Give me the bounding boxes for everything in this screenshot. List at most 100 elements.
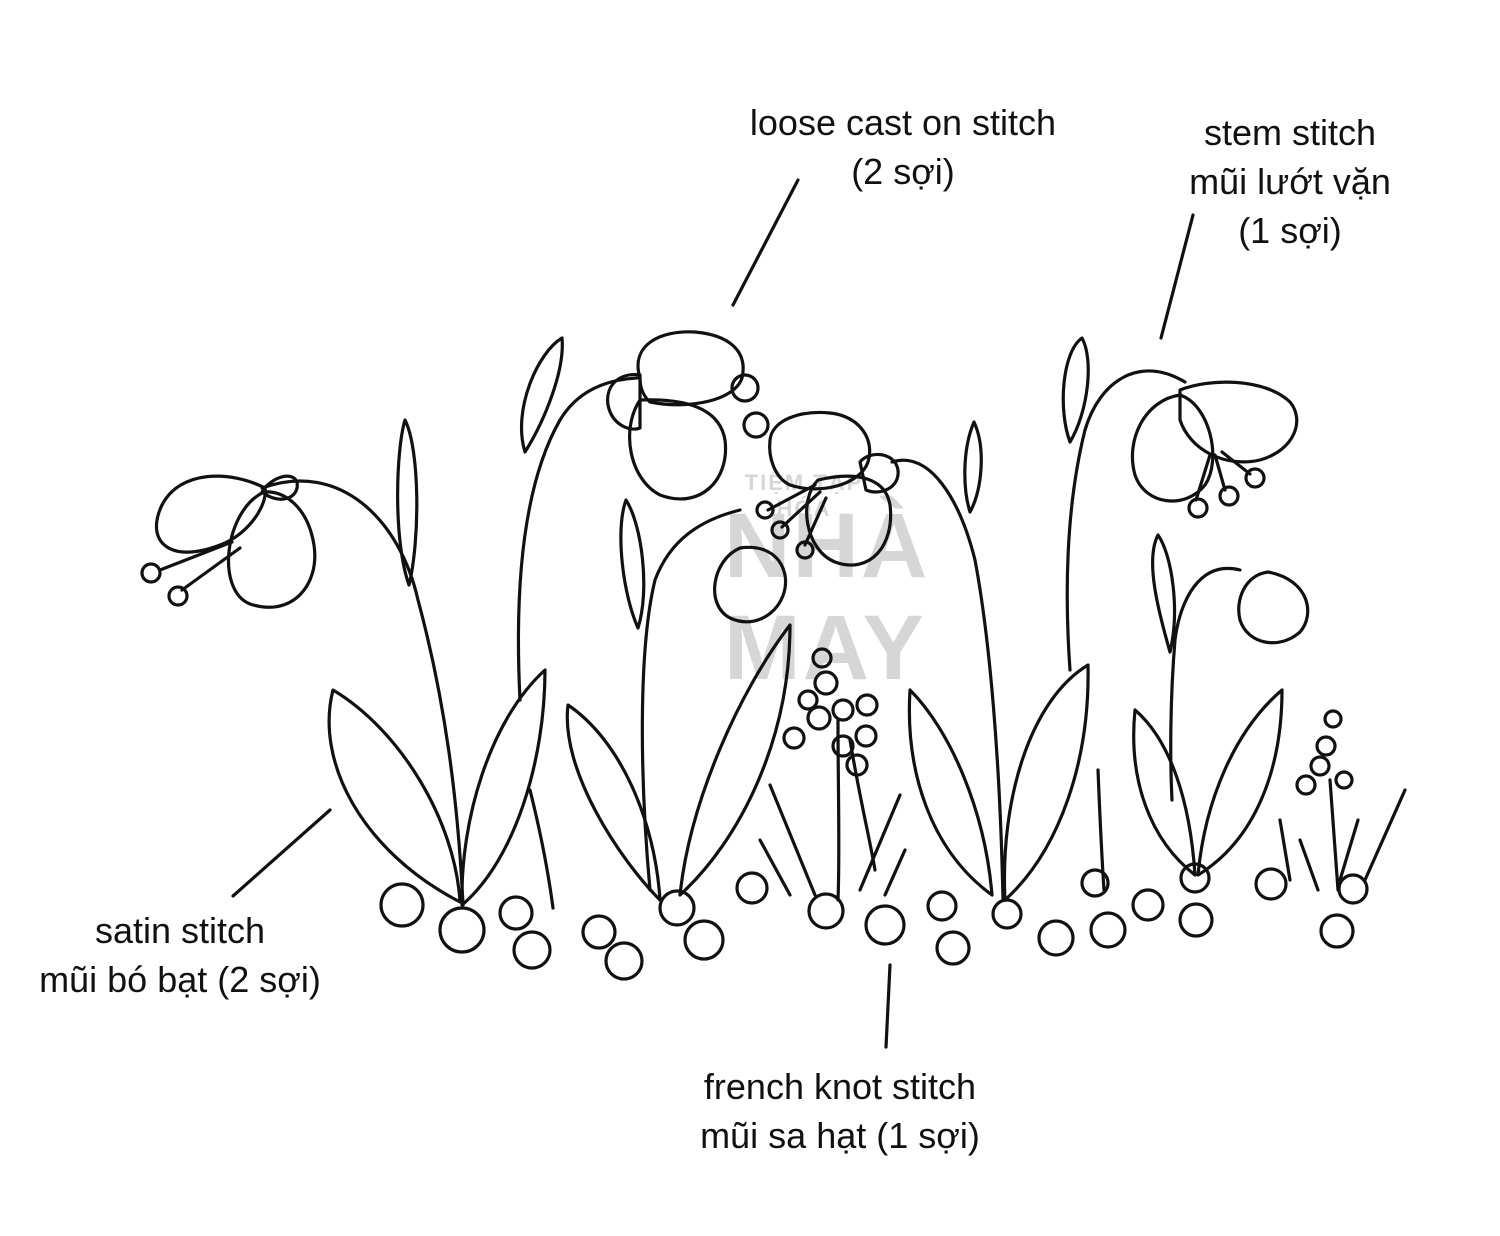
label-loose-cast-on-stitch: loose cast on stitch (2 sợi) (660, 98, 1146, 196)
flower-right (1130, 380, 1310, 645)
french-knot (1080, 868, 1110, 898)
cluster-knot (845, 753, 869, 777)
stamen-knot-right-3 (1244, 467, 1266, 489)
stamen-knot-mid-1 (755, 500, 775, 520)
french-knot (864, 904, 906, 946)
french-knot (1037, 919, 1075, 957)
french-knot (1089, 911, 1127, 949)
leader-line-french-knot (884, 963, 892, 1049)
stamen-right-3 (1220, 450, 1252, 476)
label-satin-line-1: satin stitch (94, 910, 266, 951)
leader-line-cast-on (731, 178, 800, 307)
cluster-knot (831, 734, 855, 758)
stamen-knot-mid-3 (795, 540, 815, 560)
cluster-knot (806, 705, 832, 731)
grass-blade-7 (1328, 778, 1340, 892)
cluster-knot (813, 670, 839, 696)
satin-leaf-5 (907, 688, 994, 897)
label-cast-on-line-1: loose cast on stitch (749, 102, 1057, 143)
petal-mid-3 (858, 452, 900, 494)
stem-arch-4 (1065, 369, 1187, 672)
stem-arch-5 (1169, 566, 1242, 802)
stamen-mid-3 (803, 496, 828, 547)
french-knot (683, 919, 725, 961)
grass-blade-9 (1363, 788, 1407, 882)
label-satin-line-2: mũi bó bạt (2 sợi) (39, 959, 321, 1000)
french-knot (935, 930, 971, 966)
french-knot (926, 890, 958, 922)
grass-blade-5 (1278, 818, 1292, 882)
cluster-knot (1323, 709, 1343, 729)
satin-leaf-7 (1132, 708, 1197, 877)
label-satin-stitch: satin stitch mũi bó bạt (2 sợi) (0, 906, 360, 1004)
french-knot (658, 889, 696, 927)
label-cast-on-line-2: (2 sợi) (851, 151, 955, 192)
petal-center-3 (606, 373, 642, 431)
grass-blade-3 (858, 793, 902, 892)
grass-blade-2 (758, 838, 792, 897)
stamen-left-2 (180, 546, 242, 592)
stamen-right-2 (1213, 453, 1227, 492)
petal-mid-2 (805, 474, 893, 567)
stem-arch-1 (516, 376, 639, 702)
label-french-line-1: french knot stitch (703, 1066, 977, 1107)
label-french-knot-stitch: french knot stitch mũi sa hạt (1 sợi) (620, 1062, 1060, 1160)
flower-left (140, 474, 465, 907)
stem-line-8 (1096, 768, 1106, 892)
stamen-knot-left-1 (140, 562, 162, 584)
petal-right-2 (1130, 393, 1215, 503)
satin-leaf-2 (460, 668, 547, 907)
slender-leaf-3 (619, 498, 646, 630)
cluster-knot (855, 693, 879, 717)
petal-left-front (227, 490, 317, 609)
grass-blade-6 (1298, 838, 1320, 892)
flower-center-mid (713, 410, 900, 624)
stamen-knot-left-2 (167, 585, 189, 607)
cluster-knot (1309, 755, 1331, 777)
label-stem-line-3: (1 sợi) (1238, 210, 1342, 251)
slender-leaf-5 (1061, 336, 1090, 444)
cluster-knot (854, 724, 878, 748)
slender-leaf-1 (396, 418, 419, 587)
knot-clusters (782, 647, 1354, 796)
slender-leaf-4 (963, 420, 983, 514)
stem-left (260, 479, 465, 907)
cluster-knot (797, 689, 819, 711)
label-french-line-2: mũi sa hạt (1 sợi) (700, 1115, 980, 1156)
french-knot (735, 871, 769, 905)
french-knot (1254, 867, 1288, 901)
cluster-knot (1334, 770, 1354, 790)
bud-mid (713, 545, 788, 624)
french-knot (604, 941, 644, 981)
leader-line-stem (1159, 213, 1195, 340)
grass-blade-8 (1338, 818, 1360, 882)
satin-leaf-1 (327, 688, 462, 904)
label-stem-line-2: mũi lướt vặn (1189, 161, 1391, 202)
grass-blade-1 (768, 783, 817, 897)
french-knot (1179, 862, 1211, 894)
stem-line-9 (528, 788, 555, 910)
bud-right (1237, 570, 1310, 645)
petal-left-back (154, 474, 267, 554)
satin-leaf-3 (565, 703, 662, 902)
cluster-knot (1315, 735, 1337, 757)
stamen-knot-right-2 (1218, 485, 1240, 507)
stem-line-6 (836, 718, 841, 902)
label-stem-line-1: stem stitch (1203, 112, 1377, 153)
satin-leaves (327, 623, 1284, 907)
stamen-mid-1 (766, 483, 817, 512)
label-stem-stitch: stem stitch mũi lướt vặn (1 sợi) (1100, 108, 1480, 255)
french-knot (438, 906, 486, 954)
petal-left-tip (260, 474, 299, 501)
slender-leaf-6 (1151, 533, 1177, 654)
petal-mid-1 (768, 410, 872, 491)
stamen-right-1 (1194, 453, 1212, 502)
grass-blades (758, 778, 1407, 897)
stem-line-7 (848, 738, 877, 872)
cluster-knot (1295, 774, 1317, 796)
french-knot (1131, 888, 1165, 922)
french-knots (379, 862, 1369, 981)
french-knot (512, 930, 552, 970)
leader-line-satin (231, 808, 332, 898)
